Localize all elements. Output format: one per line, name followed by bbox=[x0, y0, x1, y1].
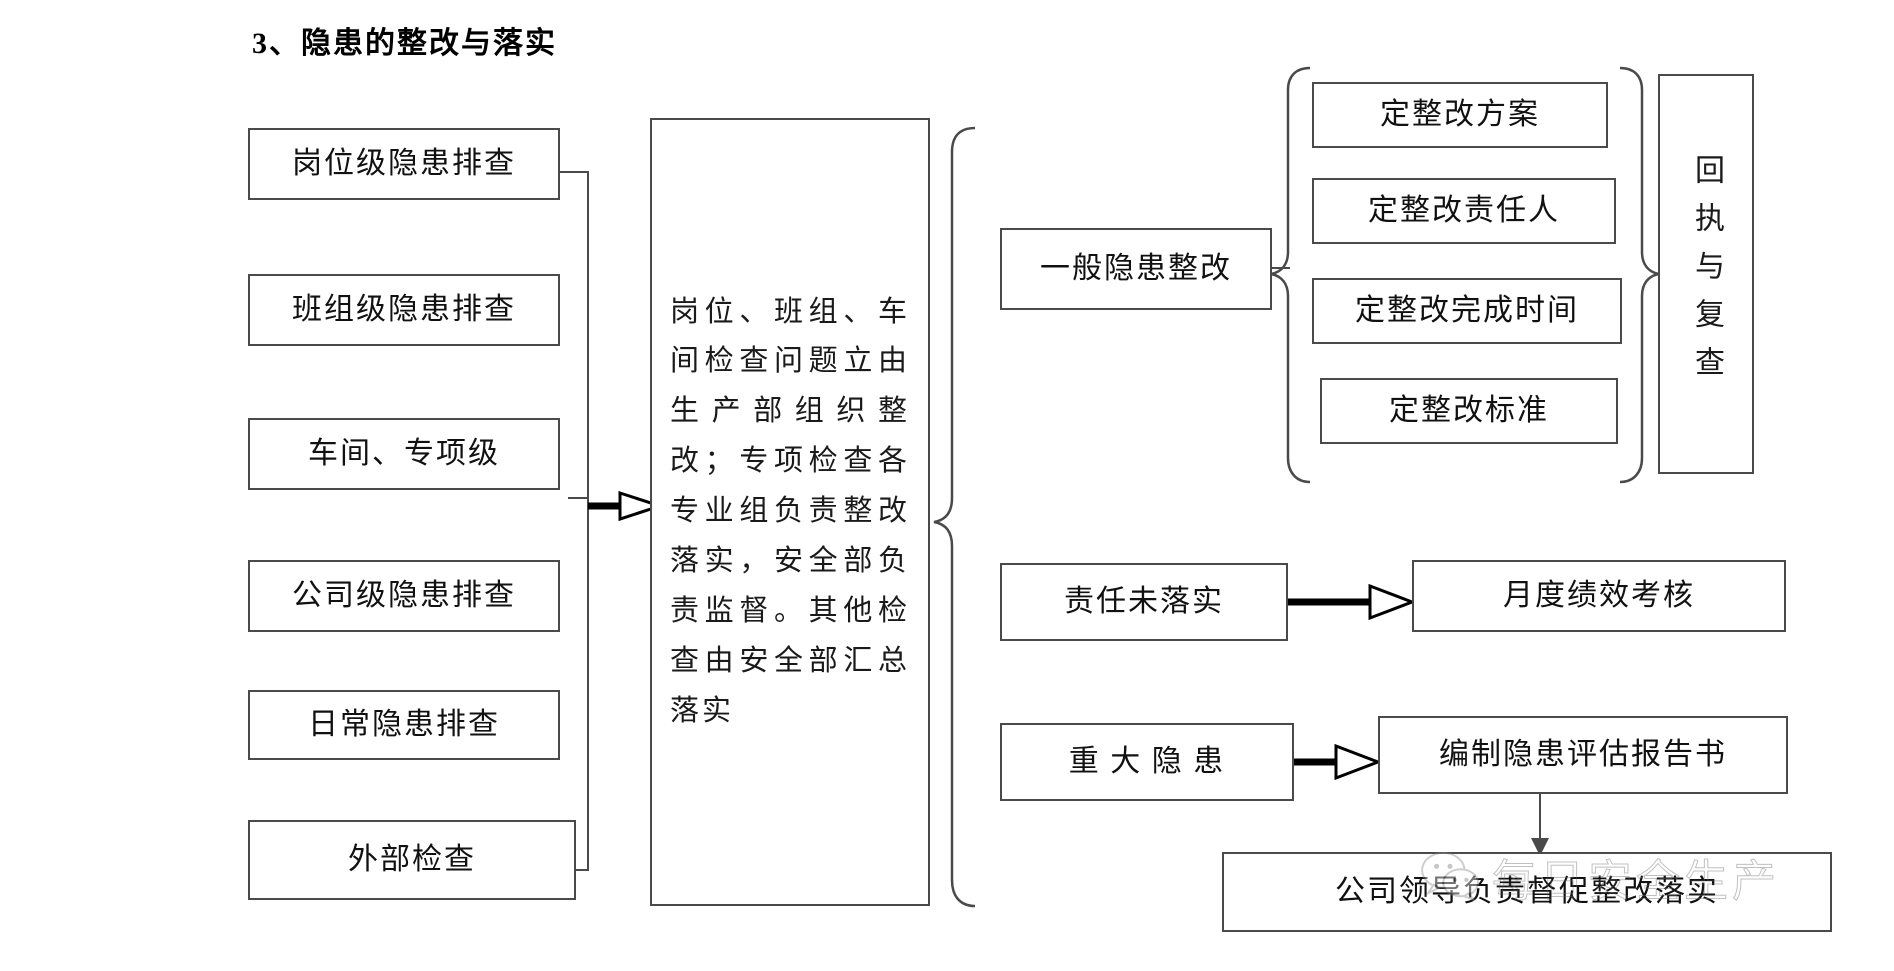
general-sub-item-1[interactable]: 定整改责任人 bbox=[1312, 178, 1616, 244]
arrow-major bbox=[1294, 743, 1383, 781]
sub-items-brace-left bbox=[1270, 66, 1311, 484]
responsibility-unfulfilled-label: 责任未落实 bbox=[1064, 585, 1224, 619]
general-sub-item-0-label: 定整改方案 bbox=[1380, 98, 1540, 132]
general-rectification-label: 一般隐患整改 bbox=[1040, 252, 1232, 286]
left-item-2[interactable]: 车间、专项级 bbox=[248, 418, 560, 490]
receipt-review-box[interactable]: 回执与复查 bbox=[1658, 74, 1754, 474]
general-sub-item-3[interactable]: 定整改标准 bbox=[1320, 378, 1618, 444]
general-sub-item-1-label: 定整改责任人 bbox=[1368, 194, 1560, 228]
arrow-responsibility bbox=[1288, 583, 1417, 621]
arrow-to-final bbox=[1531, 793, 1549, 856]
center-process-box[interactable]: 岗位、班组、车间检查问题立由生产部组织整改；专项检查各专业组负责整改落实，安全部… bbox=[650, 118, 930, 906]
general-sub-item-0[interactable]: 定整改方案 bbox=[1312, 82, 1608, 148]
leadership-supervision-label: 公司领导负责督促整改落实 bbox=[1335, 875, 1719, 909]
left-item-2-label: 车间、专项级 bbox=[308, 437, 500, 471]
left-item-5-label: 外部检查 bbox=[348, 843, 476, 877]
major-hazard-box[interactable]: 重 大 隐 患 bbox=[1000, 723, 1294, 801]
general-sub-item-2[interactable]: 定整改完成时间 bbox=[1312, 278, 1622, 344]
left-item-4[interactable]: 日常隐患排查 bbox=[248, 690, 560, 760]
left-item-1-label: 班组级隐患排查 bbox=[292, 293, 516, 327]
general-sub-item-2-label: 定整改完成时间 bbox=[1355, 294, 1579, 328]
hazard-assessment-report-label: 编制隐患评估报告书 bbox=[1439, 738, 1727, 772]
general-sub-item-3-label: 定整改标准 bbox=[1389, 394, 1549, 428]
left-item-3[interactable]: 公司级隐患排查 bbox=[248, 560, 560, 632]
left-item-1[interactable]: 班组级隐患排查 bbox=[248, 274, 560, 346]
center-process-text: 岗位、班组、车间检查问题立由生产部组织整改；专项检查各专业组负责整改落实，安全部… bbox=[670, 295, 910, 727]
left-item-5[interactable]: 外部检查 bbox=[248, 820, 576, 900]
left-item-3-label: 公司级隐患排查 bbox=[292, 579, 516, 613]
hazard-assessment-report-box[interactable]: 编制隐患评估报告书 bbox=[1378, 716, 1788, 794]
monthly-performance-box[interactable]: 月度绩效考核 bbox=[1412, 560, 1786, 632]
receipt-review-label: 回执与复查 bbox=[1690, 154, 1723, 394]
major-hazard-label: 重 大 隐 患 bbox=[1068, 745, 1226, 779]
left-item-0-label: 岗位级隐患排查 bbox=[292, 147, 516, 181]
right-brace bbox=[933, 126, 976, 908]
left-item-0[interactable]: 岗位级隐患排查 bbox=[248, 128, 560, 200]
responsibility-unfulfilled-box[interactable]: 责任未落实 bbox=[1000, 563, 1288, 641]
monthly-performance-label: 月度绩效考核 bbox=[1503, 579, 1695, 613]
general-rectification-box[interactable]: 一般隐患整改 bbox=[1000, 228, 1272, 310]
leadership-supervision-box[interactable]: 公司领导负责督促整改落实 bbox=[1222, 852, 1832, 932]
page-title: 3、隐患的整改与落实 bbox=[252, 27, 557, 60]
left-item-4-label: 日常隐患排查 bbox=[308, 708, 500, 742]
sub-items-brace-right bbox=[1619, 66, 1660, 484]
